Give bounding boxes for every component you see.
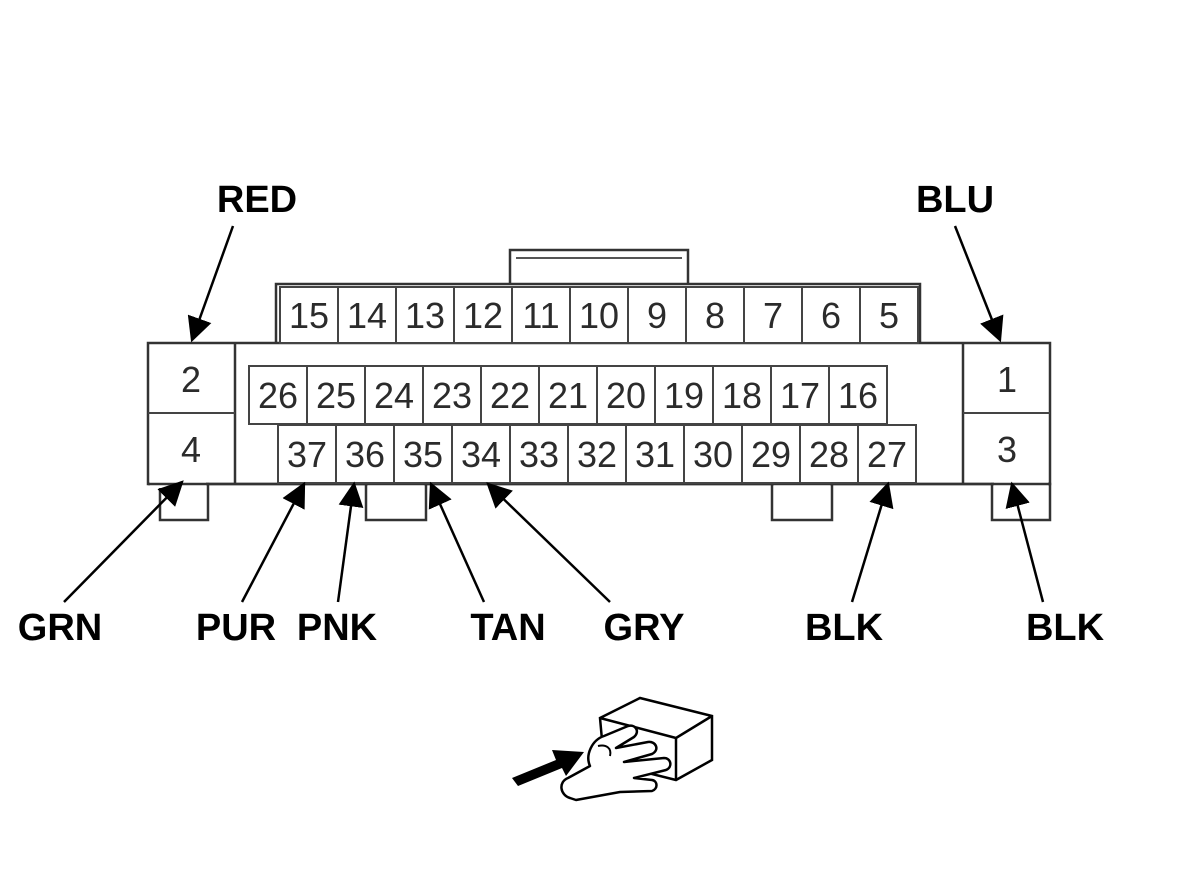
pin-number-31: 31 [635,434,675,475]
pin-number-7: 7 [763,295,783,336]
pin-cell [859,286,919,344]
pin-cell [277,424,337,484]
wire-color-labels: RED BLU GRN PUR PNK TAN GRY BLK BLK [18,179,1105,649]
pin-number-23: 23 [432,375,472,416]
pin-number-8: 8 [705,295,725,336]
pin-cell [395,286,455,344]
connector-bottom-tab [158,482,210,522]
pin-cell [511,286,571,344]
pin-cell [741,424,801,484]
pin-number-18: 18 [722,375,762,416]
connector-bottom-tab [770,482,834,522]
pin-number-21: 21 [548,375,588,416]
pin-cell [857,424,917,484]
pin-cell [743,286,803,344]
pin-number-30: 30 [693,434,733,475]
connector-latch [508,248,690,288]
pin-number-35: 35 [403,434,443,475]
pin-number-6: 6 [821,295,841,336]
pin-cell [480,365,540,425]
wire-label-grn: GRN [18,607,102,649]
pin-cell [538,365,598,425]
pin-number-28: 28 [809,434,849,475]
pin-number-19: 19 [664,375,704,416]
pin-number-26: 26 [258,375,298,416]
arrow-to-pin-1 [953,225,1004,343]
wire-label-pur: PUR [196,607,276,649]
pin-cell [393,424,453,484]
pin-number-36: 36 [345,434,385,475]
pin-number-33: 33 [519,434,559,475]
wire-label-gry: GRY [604,607,685,649]
wire-label-blk-3: BLK [1026,607,1105,649]
pin-cell [306,365,366,425]
wire-label-tan: TAN [470,607,545,649]
pin-row-middle: 26 25 24 23 22 21 20 19 18 17 16 [248,365,888,425]
pin-number-15: 15 [289,295,329,336]
pin-cell [801,286,861,344]
pin-cell [422,365,482,425]
pin-number-5: 5 [879,295,899,336]
arrow-to-pin-2 [187,225,235,343]
connector-bottom-tab [364,482,428,522]
pin-cell [569,286,629,344]
pin-number-17: 17 [780,375,820,416]
arrow-to-pin-34 [486,482,611,603]
pin-number-14: 14 [347,295,387,336]
wire-label-blu: BLU [916,179,994,221]
arrow-to-pin-3 [1005,481,1045,603]
arrow-to-pin-36 [336,481,364,603]
pin-number-4: 4 [181,429,201,470]
leader-arrows [63,225,1045,603]
pin-number-25: 25 [316,375,356,416]
pin-cell [453,286,513,344]
pin-number-37: 37 [287,434,327,475]
pin-number-29: 29 [751,434,791,475]
pin-row-bottom: 37 36 35 34 33 32 31 30 29 28 27 [277,424,917,484]
pin-number-2: 2 [181,359,201,400]
pin-number-10: 10 [579,295,619,336]
pin-number-32: 32 [577,434,617,475]
wire-label-pnk: PNK [297,607,378,649]
pin-cell [509,424,569,484]
pin-number-12: 12 [463,295,503,336]
hand-pushing-connector-icon [512,696,714,802]
pin-number-11: 11 [522,295,559,336]
pin-cell [685,286,745,344]
pin-number-34: 34 [461,434,501,475]
arrow-to-pin-4 [63,480,184,603]
pin-number-3: 3 [997,429,1017,470]
pin-number-22: 22 [490,375,530,416]
wire-label-blk-27: BLK [805,607,884,649]
pin-number-13: 13 [405,295,445,336]
pin-number-24: 24 [374,375,414,416]
pin-number-27: 27 [867,434,907,475]
pin-number-16: 16 [838,375,878,416]
pin-number-20: 20 [606,375,646,416]
arrow-to-pin-27 [850,481,894,603]
wire-label-red: RED [217,179,297,221]
pin-number-1: 1 [997,359,1017,400]
pin-cell [596,365,656,425]
pin-number-9: 9 [647,295,667,336]
pin-cell [627,286,687,344]
pin-cell [337,286,397,344]
arrow-to-pin-37 [240,481,306,603]
pin-cell [625,424,685,484]
arrow-to-pin-35 [428,481,486,603]
pin-cell [828,365,888,425]
